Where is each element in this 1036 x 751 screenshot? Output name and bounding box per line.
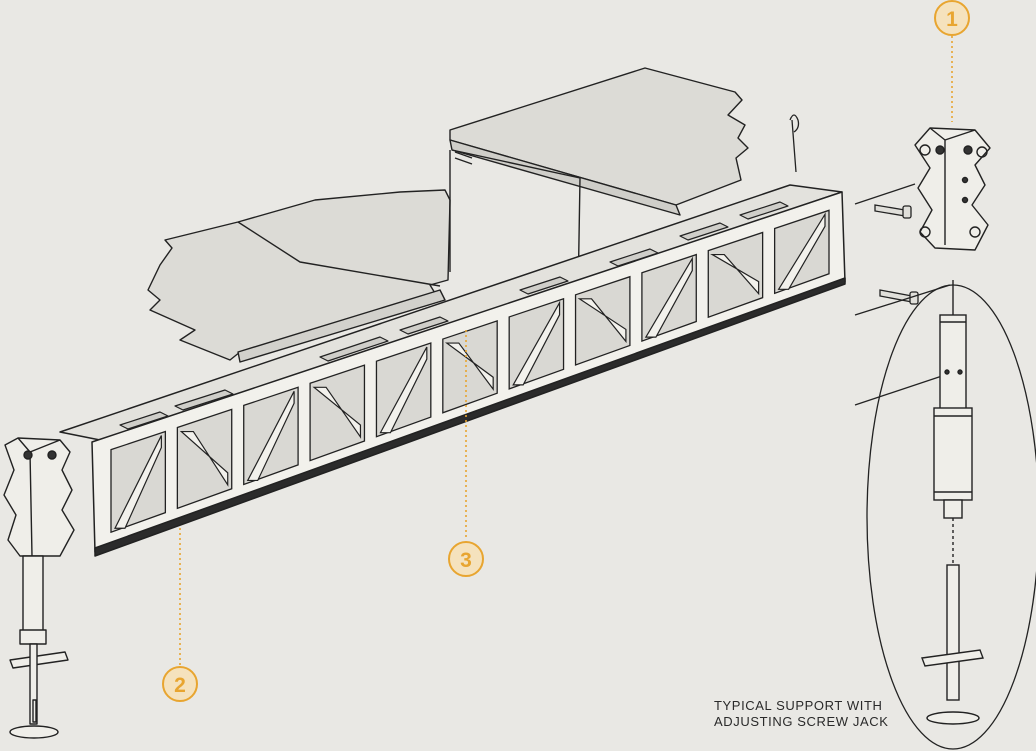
- truss-bays: [110, 209, 830, 534]
- truss-diagonal: [644, 256, 693, 338]
- caption-line-2: ADJUSTING SCREW JACK: [714, 714, 889, 729]
- support-caption: TYPICAL SUPPORT WITH ADJUSTING SCREW JAC…: [714, 698, 889, 730]
- end-bracket-exploded: [914, 127, 991, 251]
- callout-2: 2: [162, 666, 198, 702]
- deck-panels: [147, 67, 749, 363]
- callout-3: 3: [448, 541, 484, 577]
- callout-label-3: 3: [460, 549, 472, 572]
- truss-diagonal: [179, 430, 229, 487]
- callout-circle-2: [162, 666, 198, 702]
- truss-diagonal: [246, 391, 295, 482]
- truss-diagonal: [710, 253, 760, 296]
- typical-support-detail: [866, 280, 1036, 750]
- truss-diagonal: [577, 298, 627, 344]
- truss-diagonal: [114, 435, 162, 529]
- truss-diagonal: [379, 346, 428, 434]
- truss-diagonal: [312, 386, 362, 439]
- callouts: 1 2 3: [162, 0, 970, 702]
- callout-circle-1: [934, 0, 970, 36]
- callout-circle-3: [448, 541, 484, 577]
- callout-label-2: 2: [174, 674, 186, 697]
- callout-label-1: 1: [946, 8, 958, 31]
- truss-diagonal: [444, 342, 494, 392]
- caption-line-1: TYPICAL SUPPORT WITH: [714, 698, 883, 713]
- left-support: [3, 437, 75, 739]
- truss-bay: [707, 231, 764, 319]
- truss-diagonal: [777, 212, 826, 290]
- truss-diagonal: [512, 300, 561, 386]
- callout-1: 1: [934, 0, 970, 36]
